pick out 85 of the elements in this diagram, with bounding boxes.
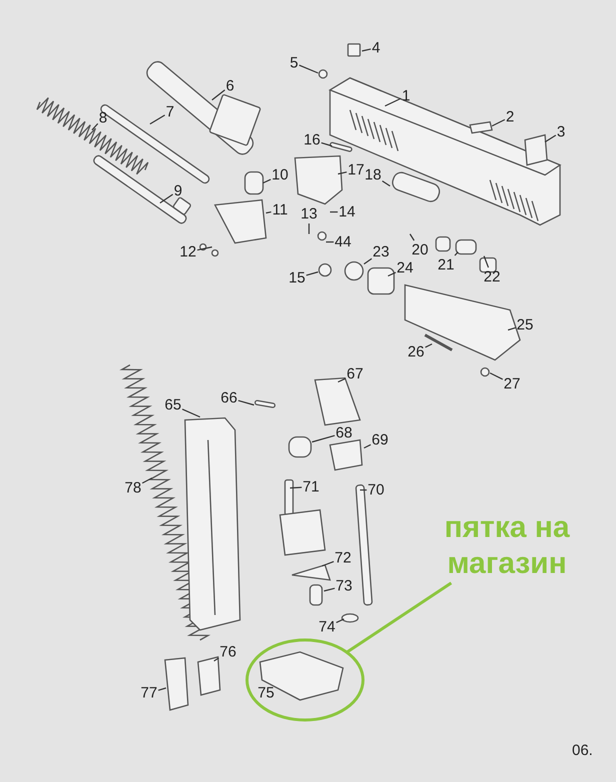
leader-line <box>336 618 344 624</box>
leader-line <box>142 477 152 484</box>
callout-number: 73 <box>336 578 352 594</box>
callout-number: 69 <box>372 432 388 448</box>
callout-number: 5 <box>290 54 298 72</box>
leader-line <box>384 98 402 107</box>
leader-line <box>388 272 396 277</box>
callout-number: 71 <box>302 478 320 496</box>
callout-number: 21 <box>438 256 454 274</box>
callout-number: 16 <box>304 132 320 148</box>
leader-line <box>492 119 506 127</box>
callout-number: 23 <box>372 244 390 260</box>
leader-line <box>182 408 200 418</box>
callout-number: 2 <box>506 108 514 126</box>
leader-line <box>92 123 98 130</box>
callout-number: 75 <box>258 684 274 702</box>
callout-number: 66 <box>220 390 238 406</box>
leader-line <box>266 211 272 214</box>
callout-number: 25 <box>516 316 534 334</box>
leader-line <box>490 372 503 380</box>
callout-number: 74 <box>318 618 336 636</box>
page-number: 06. <box>572 742 593 759</box>
leader-line <box>290 486 302 489</box>
leader-line <box>508 327 516 331</box>
callout-number: 22 <box>484 268 500 286</box>
callout-number: 78 <box>124 480 142 496</box>
callout-number: 14 <box>338 204 356 220</box>
leader-line <box>214 658 220 662</box>
callout-number: 17 <box>348 162 364 178</box>
callout-number: 8 <box>98 110 108 126</box>
leader-line <box>338 172 347 175</box>
callout-number: 18 <box>364 166 382 184</box>
callout-number: 3 <box>556 124 566 140</box>
leader-line <box>238 400 254 406</box>
callout-number: 10 <box>272 166 288 184</box>
leader-line <box>322 561 334 567</box>
leader-line <box>330 211 338 213</box>
callout-number: 27 <box>504 376 520 392</box>
callout-number: 12 <box>180 244 196 260</box>
callout-number: 68 <box>336 424 352 442</box>
leader-line <box>425 343 432 348</box>
callout-number: 7 <box>166 104 174 120</box>
leader-line <box>364 444 371 449</box>
leader-line <box>312 435 335 443</box>
highlight-ellipse <box>245 638 365 722</box>
leader-line <box>382 180 390 186</box>
callout-number: 9 <box>174 182 182 200</box>
callout-number: 13 <box>300 206 318 222</box>
leader-line <box>306 271 318 276</box>
leader-line <box>197 246 212 251</box>
leader-line <box>212 90 226 100</box>
leader-line <box>160 194 174 204</box>
leader-line <box>346 582 452 654</box>
callout-number: 65 <box>164 396 182 414</box>
leader-line <box>150 114 166 125</box>
leader-line <box>483 256 489 268</box>
callout-number: 24 <box>396 260 414 276</box>
callout-number: 44 <box>334 234 352 250</box>
callout-number: 76 <box>220 644 236 660</box>
callout-number: 6 <box>226 78 234 94</box>
leader-line <box>308 224 310 234</box>
leader-line <box>410 234 415 241</box>
callout-number: 1 <box>402 88 410 104</box>
callout-number: 4 <box>372 40 380 56</box>
callout-number: 70 <box>368 482 384 498</box>
callout-number: 67 <box>346 366 364 382</box>
callout-number: 20 <box>412 242 428 258</box>
leader-line <box>544 134 556 142</box>
callout-number: 72 <box>334 550 352 566</box>
callout-number: 11 <box>272 202 288 218</box>
callout-number: 77 <box>140 684 158 702</box>
leader-line <box>454 252 458 256</box>
leader-line <box>262 178 271 184</box>
callout-number: 26 <box>408 344 424 360</box>
leader-line <box>321 142 332 147</box>
leader-line <box>364 258 372 264</box>
leader-line <box>158 687 166 691</box>
callout-number: 15 <box>288 270 306 286</box>
leader-line <box>362 48 371 52</box>
leader-line <box>324 588 335 592</box>
callout-text: пятка на магазин <box>412 510 602 582</box>
leader-line <box>326 241 334 243</box>
leader-line <box>338 378 346 383</box>
leader-line <box>298 64 318 74</box>
leader-line <box>360 489 367 491</box>
